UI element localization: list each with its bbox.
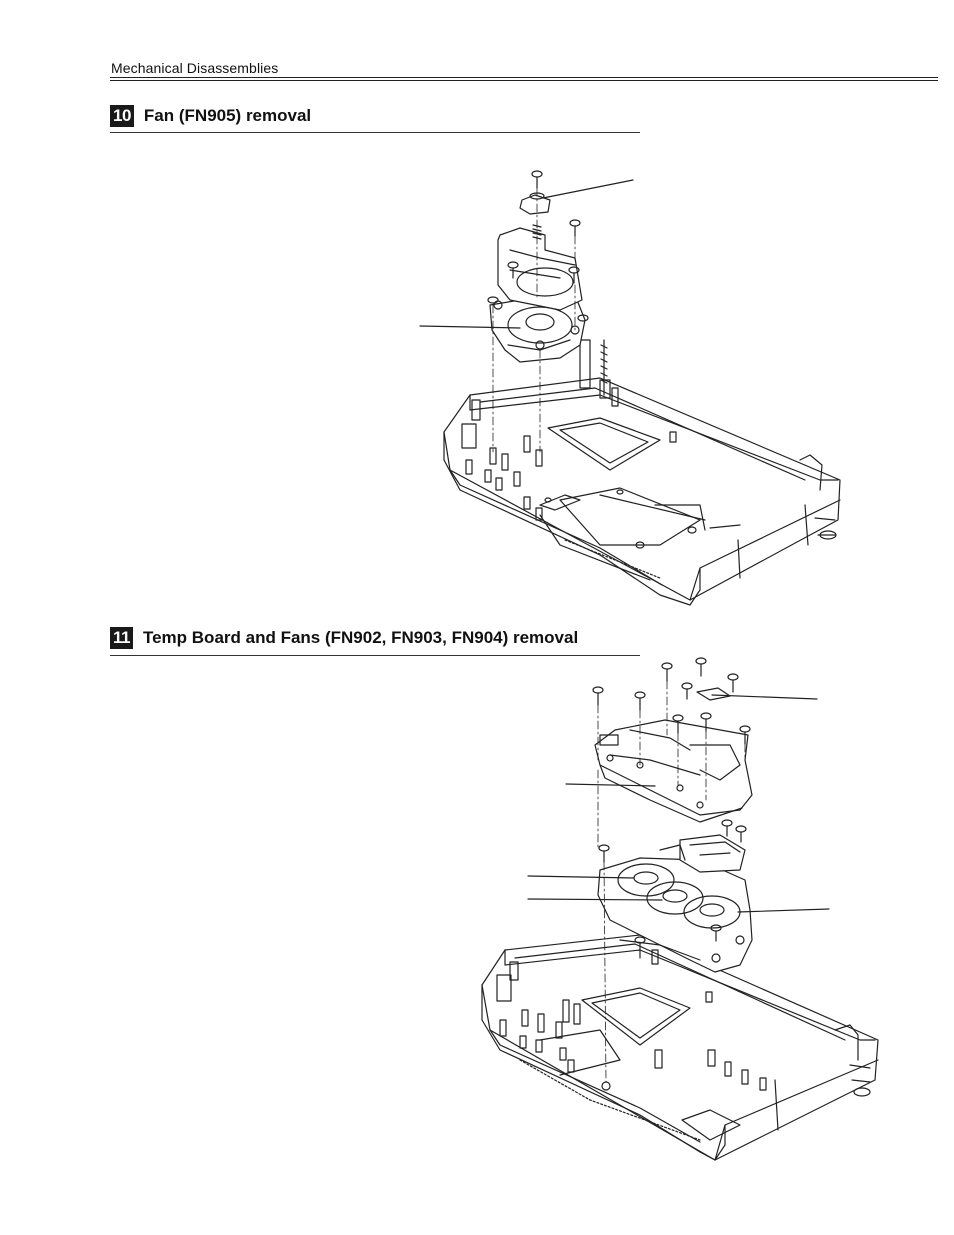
section-11-rule [110, 655, 640, 656]
chassis-case-fig10 [444, 378, 840, 605]
alignment-lines-fig11 [598, 681, 745, 1082]
section-11-number-badge: 11 [110, 627, 133, 649]
leader-line-clip [543, 180, 633, 198]
page-header-title: Mechanical Disassemblies [111, 60, 279, 76]
leader-line-fan-c [738, 909, 829, 912]
fan-bracket-fig10 [498, 228, 582, 310]
header-rule [110, 77, 938, 81]
section-10-title: Fan (FN905) removal [143, 106, 312, 125]
section-10-rule [110, 132, 640, 133]
leader-line-fan-b [528, 899, 662, 900]
fans-fn902-fn903-fn904 [598, 835, 752, 972]
leader-line-fan [420, 326, 520, 328]
leader-line-temp-board [566, 784, 655, 786]
fan-fn905 [490, 295, 585, 362]
chassis-posts-fig10 [466, 340, 676, 520]
screws-fig11 [593, 658, 750, 958]
temp-sensor-board [697, 688, 730, 700]
leader-line-fan-a [528, 876, 634, 878]
temp-board-plate [595, 720, 752, 822]
chassis-posts-fig11 [500, 950, 766, 1090]
leader-line-temp-sensor [712, 695, 817, 699]
section-10-heading: 10 Fan (FN905) removal [110, 105, 311, 127]
section-11-title: Temp Board and Fans (FN902, FN903, FN904… [142, 628, 579, 647]
threaded-rod-fig10 [601, 340, 607, 395]
section-11-heading: 11 Temp Board and Fans (FN902, FN903, FN… [110, 627, 578, 649]
alignment-lines-fig10 [493, 188, 575, 452]
section-10-number-badge: 10 [110, 105, 134, 127]
